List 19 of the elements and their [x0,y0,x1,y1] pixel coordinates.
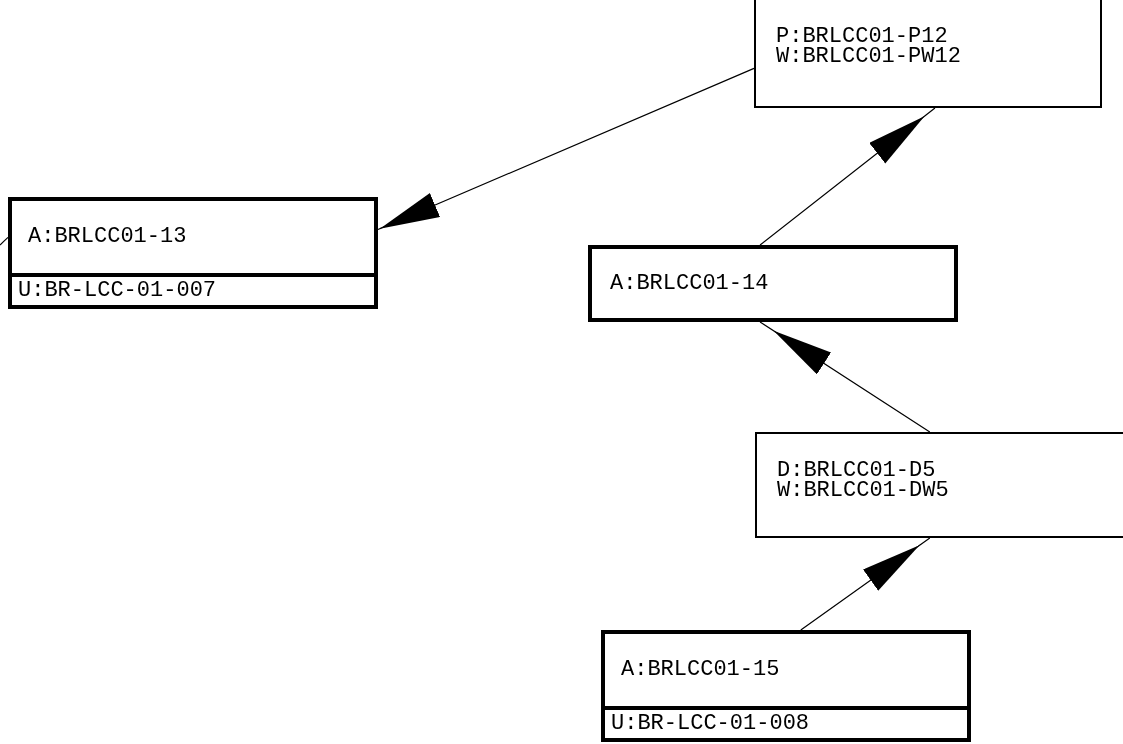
entity-box [588,245,958,322]
entity-label: A:BRLCC01-13 [28,226,187,248]
arrow [759,321,931,433]
arrow [800,537,931,631]
entity-box [755,432,1123,538]
entity-box [8,197,378,309]
entity-box [754,0,1102,108]
entity-box [601,630,971,742]
entity-label: P:BRLCC01-P12 [776,26,948,48]
arrow [377,67,755,231]
connector-line [0,236,9,246]
entity-label: W:BRLCC01-DW5 [777,480,949,502]
attribute-label: U:BR-LCC-01-008 [611,713,810,735]
attribute-label: U:BR-LCC-01-007 [18,280,217,302]
entity-label: A:BRLCC01-15 [621,659,780,681]
entity-label: D:BRLCC01-D5 [777,460,936,482]
entity-label: A:BRLCC01-14 [610,272,769,295]
entity-label: W:BRLCC01-PW12 [776,46,961,68]
arrow [759,107,936,246]
